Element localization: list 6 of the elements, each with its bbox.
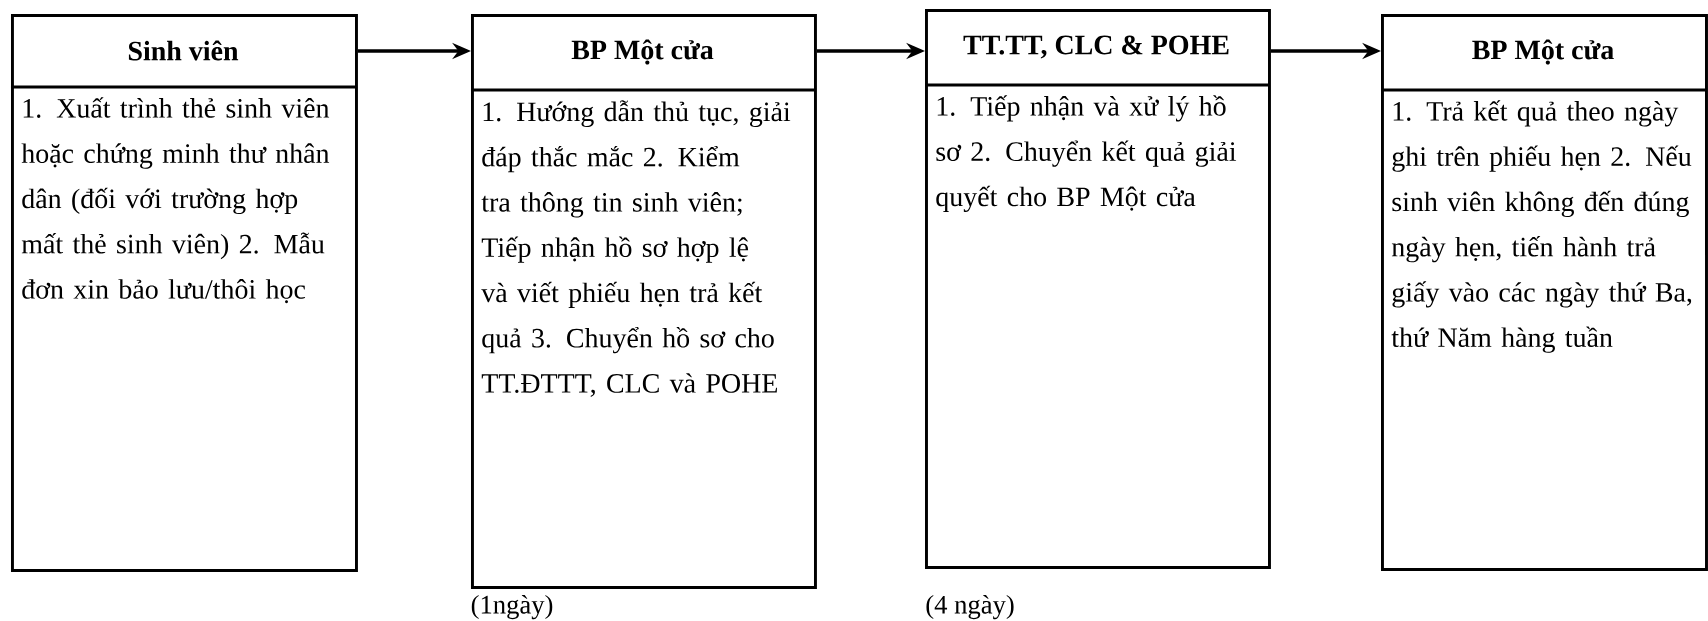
duration-label: (4 ngày) [926,594,1014,620]
duration-label: (1ngày) [471,594,553,620]
process-box: BP Một cửa 1. Hướng dẫn thủ tục, giải đáp thắc mắc 2. Kiểm tra thông tin sinh viên; Tiếp nhận hồ sơ hợp lệ và viết phiếu hẹn trả kết quả 3. Chuyển hồ sơ cho TT.ĐTTT, CLC và POHE [471,14,817,589]
process-box: BP Một cửa 1. Trả kết quả theo ngày ghi trên phiếu hẹn 2. Nếu sinh viên không đến đúng ngày hẹn, tiến hành trả giấy vào các ngày thứ Ba, thứ Năm hàng tuần [1381,14,1708,571]
process-box: Sinh viên 1. Xuất trình thẻ sinh viên hoặc chứng minh thư nhân dân (đối với trường hợp mất thẻ sinh viên) 2. Mẫu đơn xin bảo lưu/thôi học [11,14,358,572]
process-box: TT.TT, CLC & POHE 1. Tiếp nhận và xử lý hồ sơ 2. Chuyển kết quả giải quyết cho BP Một cửa [925,9,1271,569]
